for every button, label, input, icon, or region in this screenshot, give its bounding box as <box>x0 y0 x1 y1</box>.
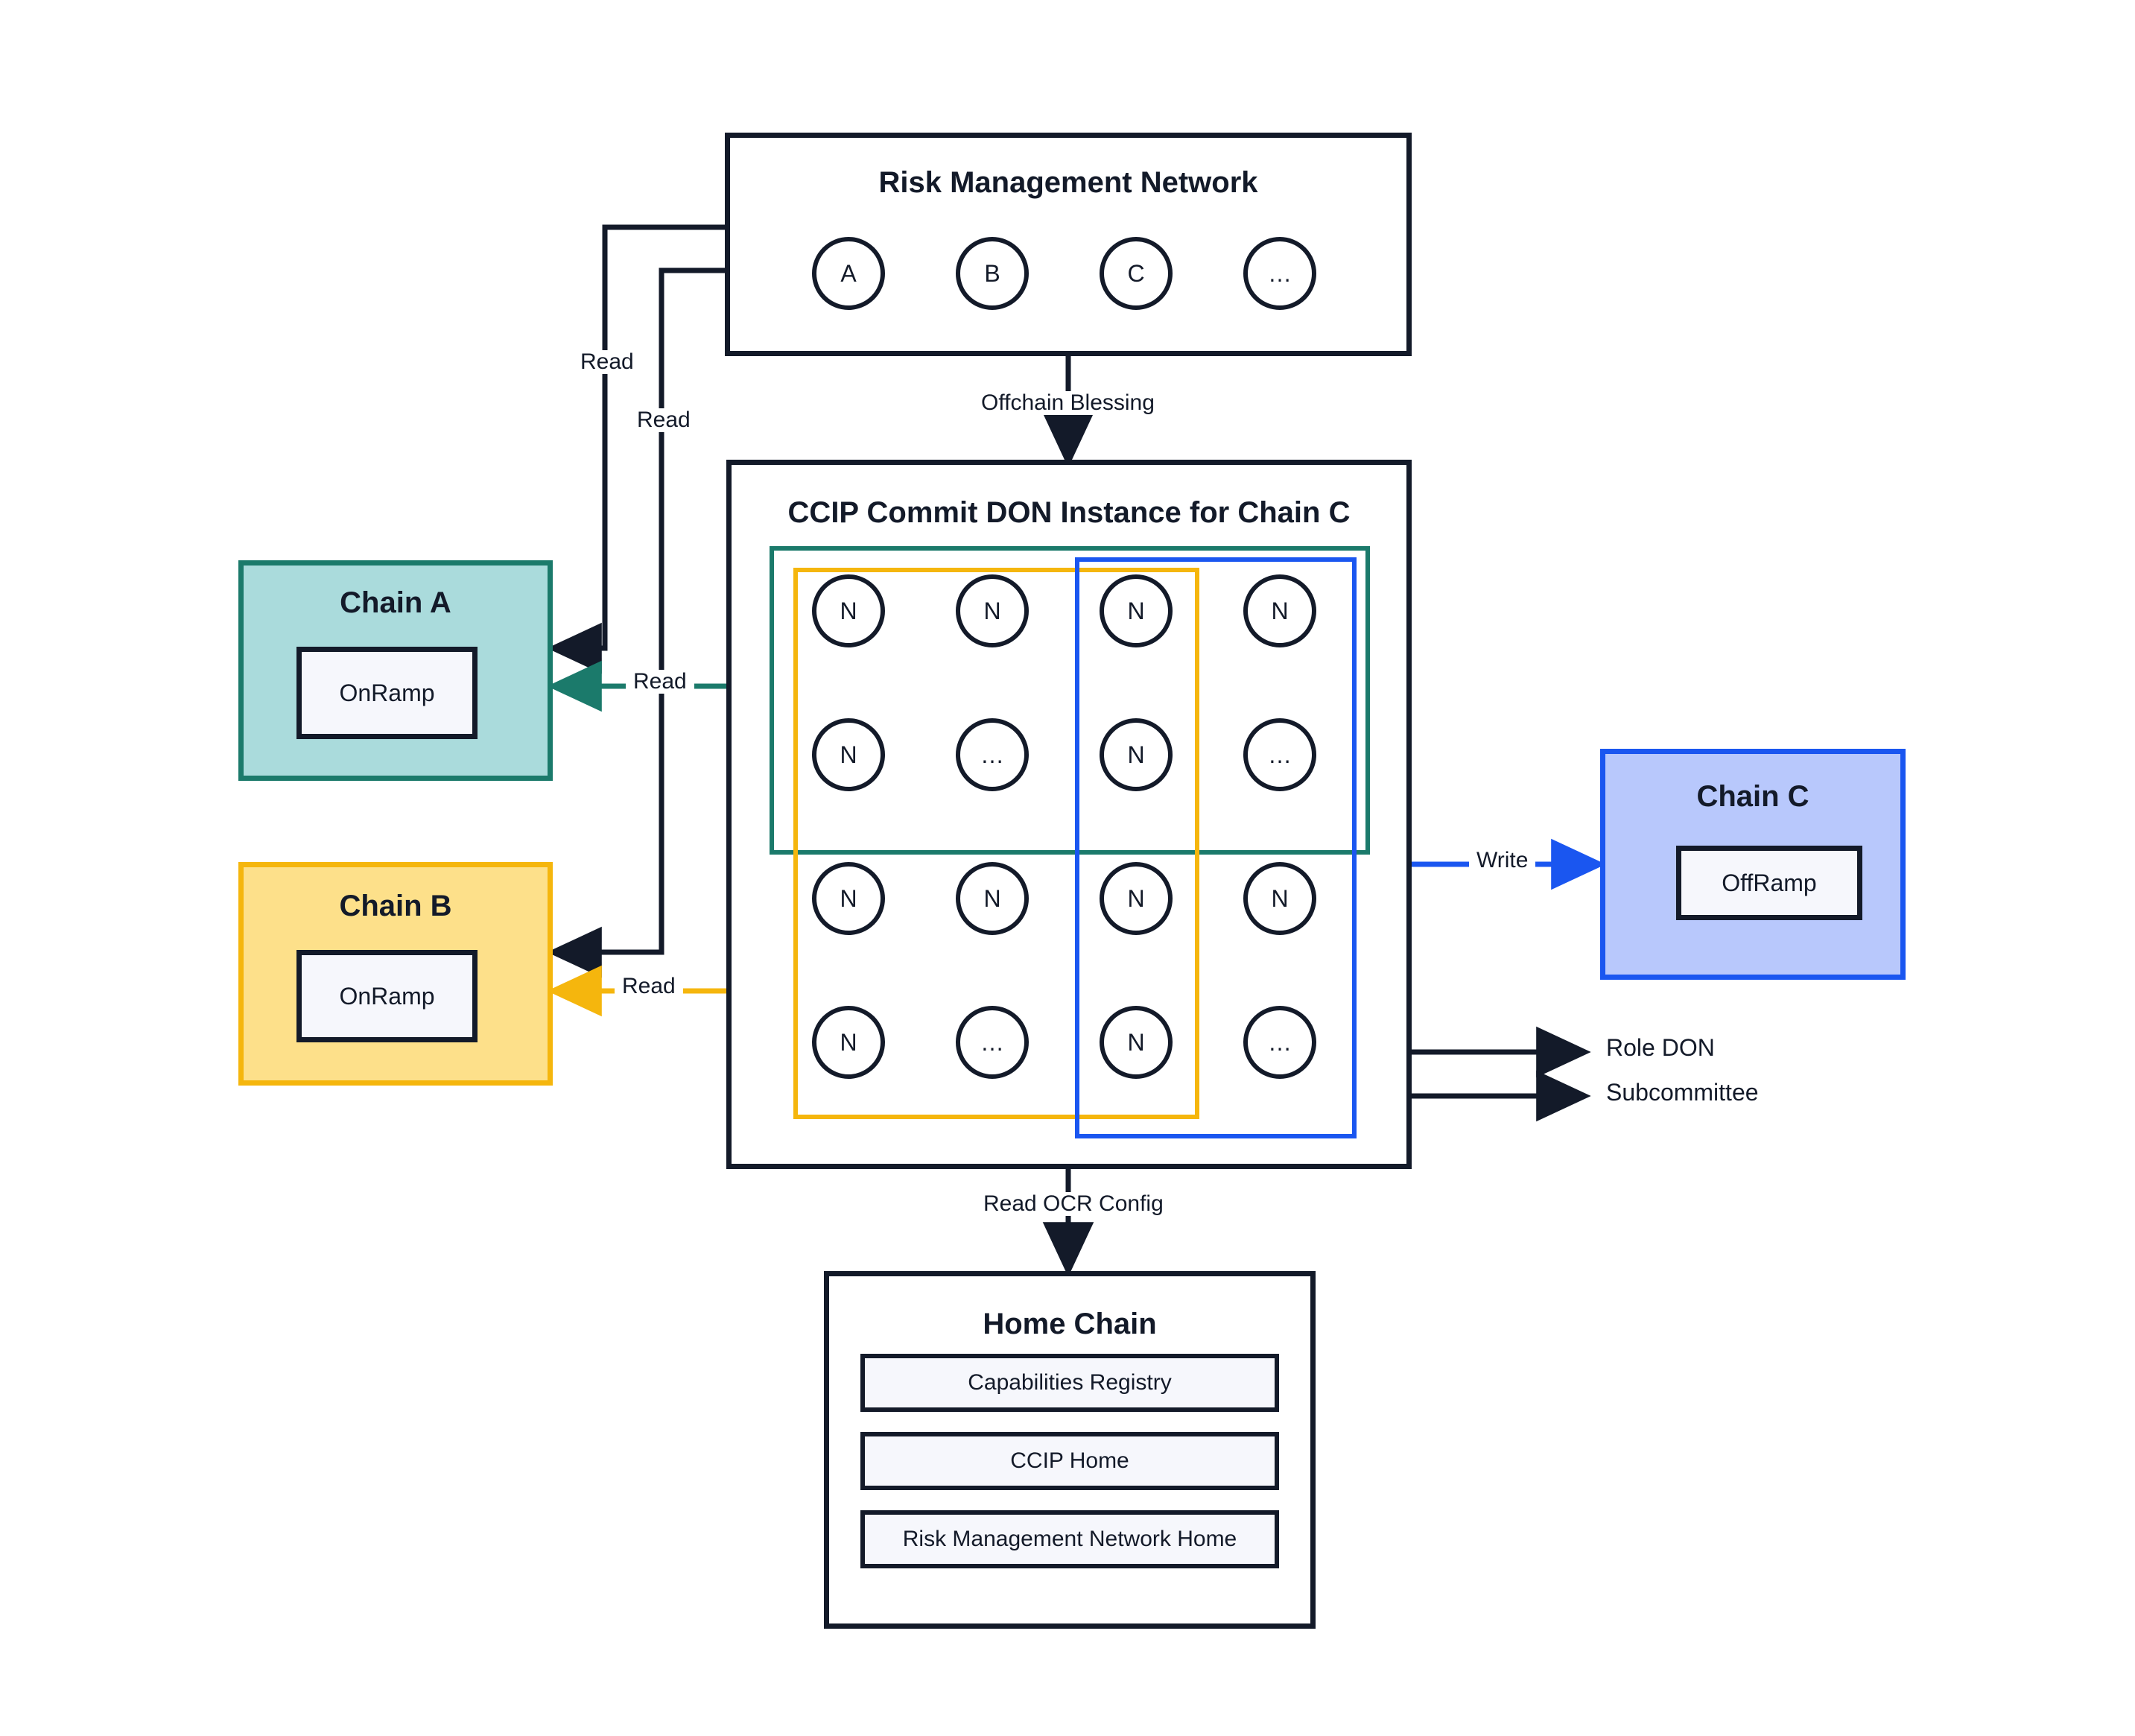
chain-c-offramp: OffRamp <box>1676 846 1862 920</box>
rmn-node: A <box>812 237 885 310</box>
rmn-node: C <box>1100 237 1173 310</box>
chain-b-overlay <box>793 568 1199 1119</box>
don-node: N <box>1100 862 1173 935</box>
don-node: N <box>812 862 885 935</box>
don-node: N <box>956 574 1029 647</box>
edge-label-read-a-teal: Read <box>626 670 694 694</box>
chain-a-title: Chain A <box>340 586 451 619</box>
don-node: … <box>1243 718 1316 791</box>
chain-c-title: Chain C <box>1696 780 1809 813</box>
chain-a-onramp: OnRamp <box>296 647 478 739</box>
don-node: N <box>812 1006 885 1079</box>
don-node: … <box>956 718 1029 791</box>
edge-label-subcommittee: Subcommittee <box>1606 1079 1759 1106</box>
ccip-commit-don-title: CCIP Commit DON Instance for Chain C <box>787 496 1351 529</box>
chain-b-onramp: OnRamp <box>296 950 478 1042</box>
edge-label-write: Write <box>1469 849 1536 872</box>
edge-label-role-don: Role DON <box>1606 1034 1715 1061</box>
rmn-node: B <box>956 237 1029 310</box>
role-don-overlay <box>770 546 1370 855</box>
subcommittee-overlay <box>1075 557 1357 1138</box>
edge-label-read-b-black: Read <box>629 408 698 432</box>
home-chain-contract: Risk Management Network Home <box>860 1510 1279 1568</box>
edge-rmn-to-chain-b <box>547 267 725 978</box>
don-node: N <box>1243 862 1316 935</box>
don-node: N <box>812 574 885 647</box>
risk-management-network-title: Risk Management Network <box>878 166 1258 199</box>
don-node: N <box>1100 574 1173 647</box>
don-node: N <box>956 862 1029 935</box>
don-node: N <box>1100 718 1173 791</box>
home-chain-contract: CCIP Home <box>860 1432 1279 1490</box>
edge-label-read-a-black: Read <box>573 350 641 374</box>
edge-label-read-b-amber: Read <box>615 975 683 998</box>
edge-label-read-ocr-config: Read OCR Config <box>976 1192 1171 1216</box>
edge-rmn-to-chain-a <box>547 224 725 674</box>
don-node: N <box>1243 574 1316 647</box>
home-chain-title: Home Chain <box>983 1308 1157 1340</box>
chain-b-title: Chain B <box>339 890 452 922</box>
don-node: N <box>1100 1006 1173 1079</box>
don-node: N <box>812 718 885 791</box>
edge-label-offchain-blessing: Offchain Blessing <box>974 391 1162 415</box>
don-node: … <box>1243 1006 1316 1079</box>
rmn-node: … <box>1243 237 1316 310</box>
don-node: … <box>956 1006 1029 1079</box>
home-chain-contract: Capabilities Registry <box>860 1354 1279 1412</box>
